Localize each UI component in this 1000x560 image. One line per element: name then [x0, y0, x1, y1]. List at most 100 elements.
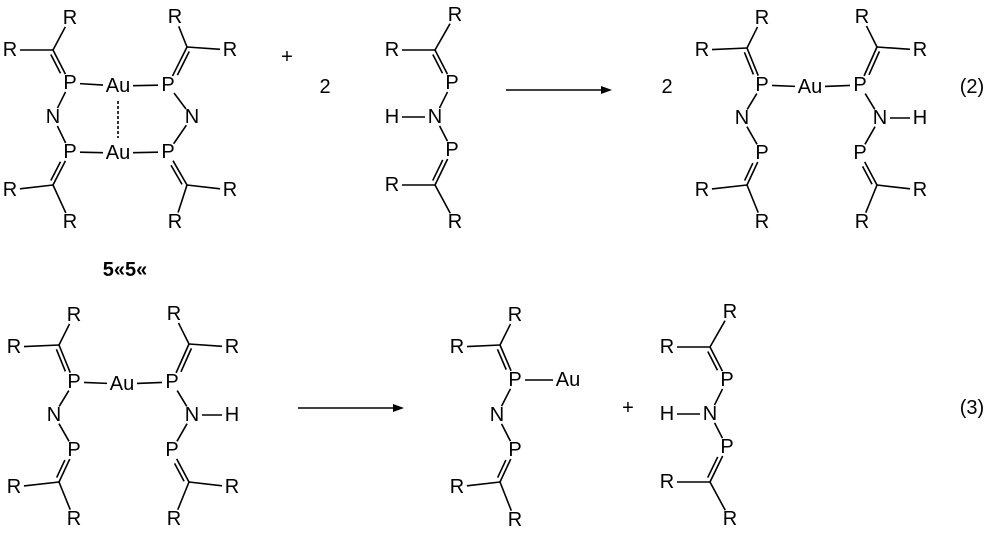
single-bond	[876, 46, 911, 51]
double-bond-second-line	[55, 459, 66, 478]
single-bond	[56, 91, 67, 109]
atom-p: P	[161, 74, 174, 96]
single-bond	[876, 184, 911, 190]
single-bond	[19, 184, 54, 190]
single-bond	[746, 93, 758, 110]
single-bond	[500, 423, 512, 442]
atom-au: Au	[798, 76, 822, 98]
single-bond	[500, 388, 512, 407]
single-bond	[466, 344, 501, 348]
atom-r: R	[660, 471, 674, 493]
double-bond-second-line	[868, 51, 881, 76]
atom-h: H	[385, 106, 399, 128]
single-bond	[58, 481, 71, 511]
single-bond	[438, 125, 449, 142]
atom-r: R	[3, 179, 17, 201]
atom-n: N	[428, 106, 442, 128]
double-bond-second-line	[173, 462, 185, 482]
atom-p: P	[755, 74, 768, 96]
atom-r: R	[167, 508, 181, 530]
atom-p: P	[161, 141, 174, 163]
atom-r: R	[7, 476, 21, 498]
atom-r: R	[755, 7, 769, 29]
single-bond	[709, 481, 726, 511]
double-bond-second-line	[496, 459, 507, 478]
single-bond	[709, 320, 726, 348]
atom-r: R	[660, 336, 674, 358]
atom-au: Au	[106, 75, 130, 97]
atom-au: Au	[106, 142, 130, 164]
single-bond	[865, 184, 878, 214]
double-bond	[175, 343, 190, 374]
single-bond	[52, 26, 67, 51]
single-bond	[58, 423, 70, 442]
atom-h: H	[660, 403, 674, 425]
double-bond	[58, 344, 71, 374]
atom-p: P	[445, 139, 458, 161]
double-bond	[709, 346, 724, 372]
compound-label: 5«5«	[103, 259, 148, 281]
double-bond	[863, 46, 878, 77]
single-bond	[177, 481, 190, 511]
atom-r: R	[67, 304, 81, 326]
double-bond	[52, 49, 67, 75]
atom-p: P	[63, 72, 76, 94]
single-bond	[172, 124, 188, 145]
atom-r: R	[63, 211, 77, 233]
atom-r: R	[7, 336, 21, 358]
atom-n: N	[47, 404, 61, 426]
atom-r: R	[385, 174, 399, 196]
atom-r: R	[225, 476, 239, 498]
double-bond-second-line	[743, 162, 754, 181]
single-bond	[711, 47, 748, 51]
single-bond	[746, 184, 759, 214]
atom-r: R	[723, 508, 737, 530]
atom-r: R	[855, 6, 869, 28]
single-bond	[177, 322, 190, 345]
atom-r: R	[448, 4, 462, 26]
single-bond	[58, 323, 71, 346]
single-bond	[434, 23, 451, 51]
atom-r: R	[67, 508, 81, 530]
atom-p: P	[67, 371, 80, 393]
double-bond	[434, 49, 449, 75]
single-bond	[865, 25, 878, 48]
single-bond	[58, 390, 70, 407]
atom-r: R	[913, 39, 927, 61]
double-bond-second-line	[861, 165, 873, 185]
atom-n: N	[185, 106, 199, 128]
double-bond-second-line	[496, 349, 507, 370]
single-bond	[499, 323, 512, 346]
atom-n: N	[185, 404, 199, 426]
single-bond	[173, 92, 187, 110]
single-bond	[23, 344, 60, 348]
double-bond	[58, 458, 71, 483]
double-bond-second-line	[170, 164, 183, 185]
atom-p: P	[853, 74, 866, 96]
double-bond-second-line	[50, 161, 62, 181]
atom-n: N	[46, 106, 60, 128]
atom-r: R	[167, 303, 181, 325]
double-bond-second-line	[432, 54, 444, 74]
equation-number-3: (3)	[960, 397, 984, 419]
atom-n: N	[703, 403, 717, 425]
atom-p: P	[63, 141, 76, 163]
atom-r: R	[450, 476, 464, 498]
atom-p: P	[508, 369, 521, 391]
single-bond	[188, 343, 223, 348]
single-bond	[177, 184, 188, 213]
plus-sign: +	[622, 397, 634, 419]
single-bond	[186, 46, 221, 51]
double-bond-second-line	[55, 348, 67, 372]
single-bond	[711, 184, 748, 190]
atom-p: P	[755, 142, 768, 164]
double-bond-second-line	[707, 351, 719, 371]
single-bond	[746, 26, 759, 49]
atom-p: P	[445, 72, 458, 94]
atom-r: R	[508, 509, 522, 531]
single-bond	[177, 25, 188, 48]
